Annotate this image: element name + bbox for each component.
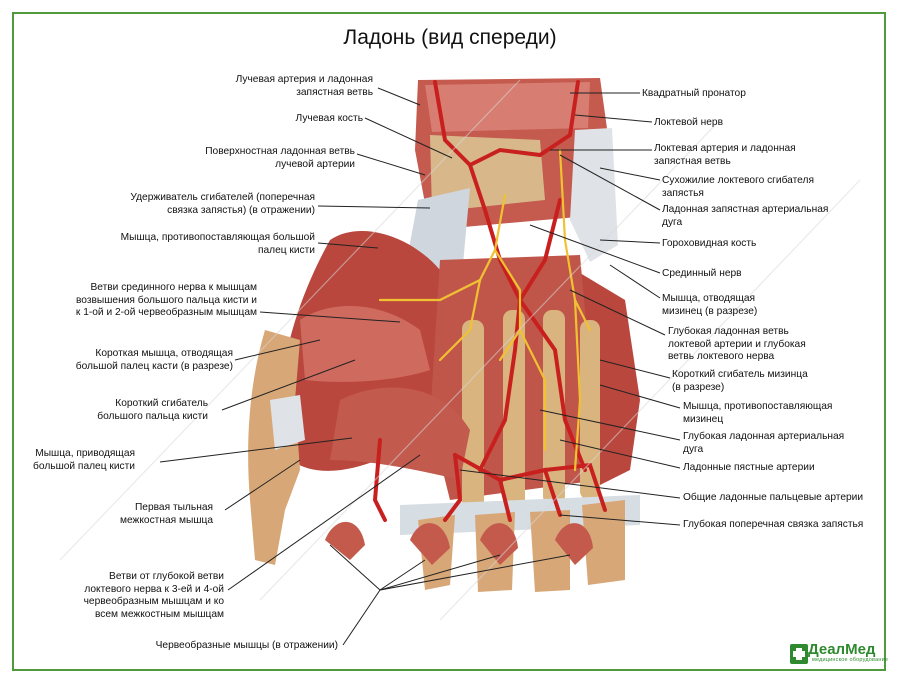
finger-5 xyxy=(582,500,625,585)
label-deep-transverse-ligament: Глубокая поперечная связка запястья xyxy=(683,519,864,530)
label-lumbricals: Червеобразные мышцы (в отражении) xyxy=(155,640,338,651)
metacarpal-4 xyxy=(543,310,565,505)
finger-4 xyxy=(530,510,570,592)
lumbrical-4 xyxy=(555,523,593,565)
label-radius-bone: Лучевая кость xyxy=(295,113,363,124)
label-pronator-quadratus: Квадратный пронатор xyxy=(642,88,746,99)
thenar-highlight xyxy=(300,306,430,382)
nerves xyxy=(378,148,592,472)
brand-logo-icon xyxy=(790,644,808,664)
brand-name: ДеалМед xyxy=(808,641,876,658)
poster-frame xyxy=(12,12,886,671)
label-median-nerve: Срединный нерв xyxy=(662,268,742,279)
metacarpal-2 xyxy=(462,320,484,510)
arteries xyxy=(372,80,607,522)
lumbrical-2 xyxy=(410,523,450,565)
brand-tagline: медицинское оборудование xyxy=(812,657,889,663)
lumbrical-3 xyxy=(480,523,518,565)
leader-lines-left xyxy=(159,87,571,646)
thumb-tendon xyxy=(270,395,305,450)
pronator-quadratus xyxy=(425,82,590,132)
adductor-pollicis xyxy=(330,387,470,480)
label-ulnar-nerve: Локтевой нерв xyxy=(654,117,723,128)
ulnar-tendon xyxy=(570,128,618,262)
label-common-palmar-digital-arteries: Общие ладонные пальцевые артерии xyxy=(683,492,864,503)
metacarpal-5 xyxy=(580,320,600,500)
watermark xyxy=(59,79,861,621)
label-pisiform-bone: Гороховидная кость xyxy=(662,238,757,249)
label-palmar-metacarpal-arteries: Ладонные пястные артерии xyxy=(683,462,815,473)
label-flexor-digiti-minimi: Короткий сгибатель мизинца(в разрезе) xyxy=(672,369,808,393)
leader-lines-right xyxy=(459,92,681,526)
poster-title: Ладонь (вид спереди) xyxy=(343,26,557,49)
metacarpal-3 xyxy=(503,310,525,510)
lumbrical-1 xyxy=(325,521,365,560)
